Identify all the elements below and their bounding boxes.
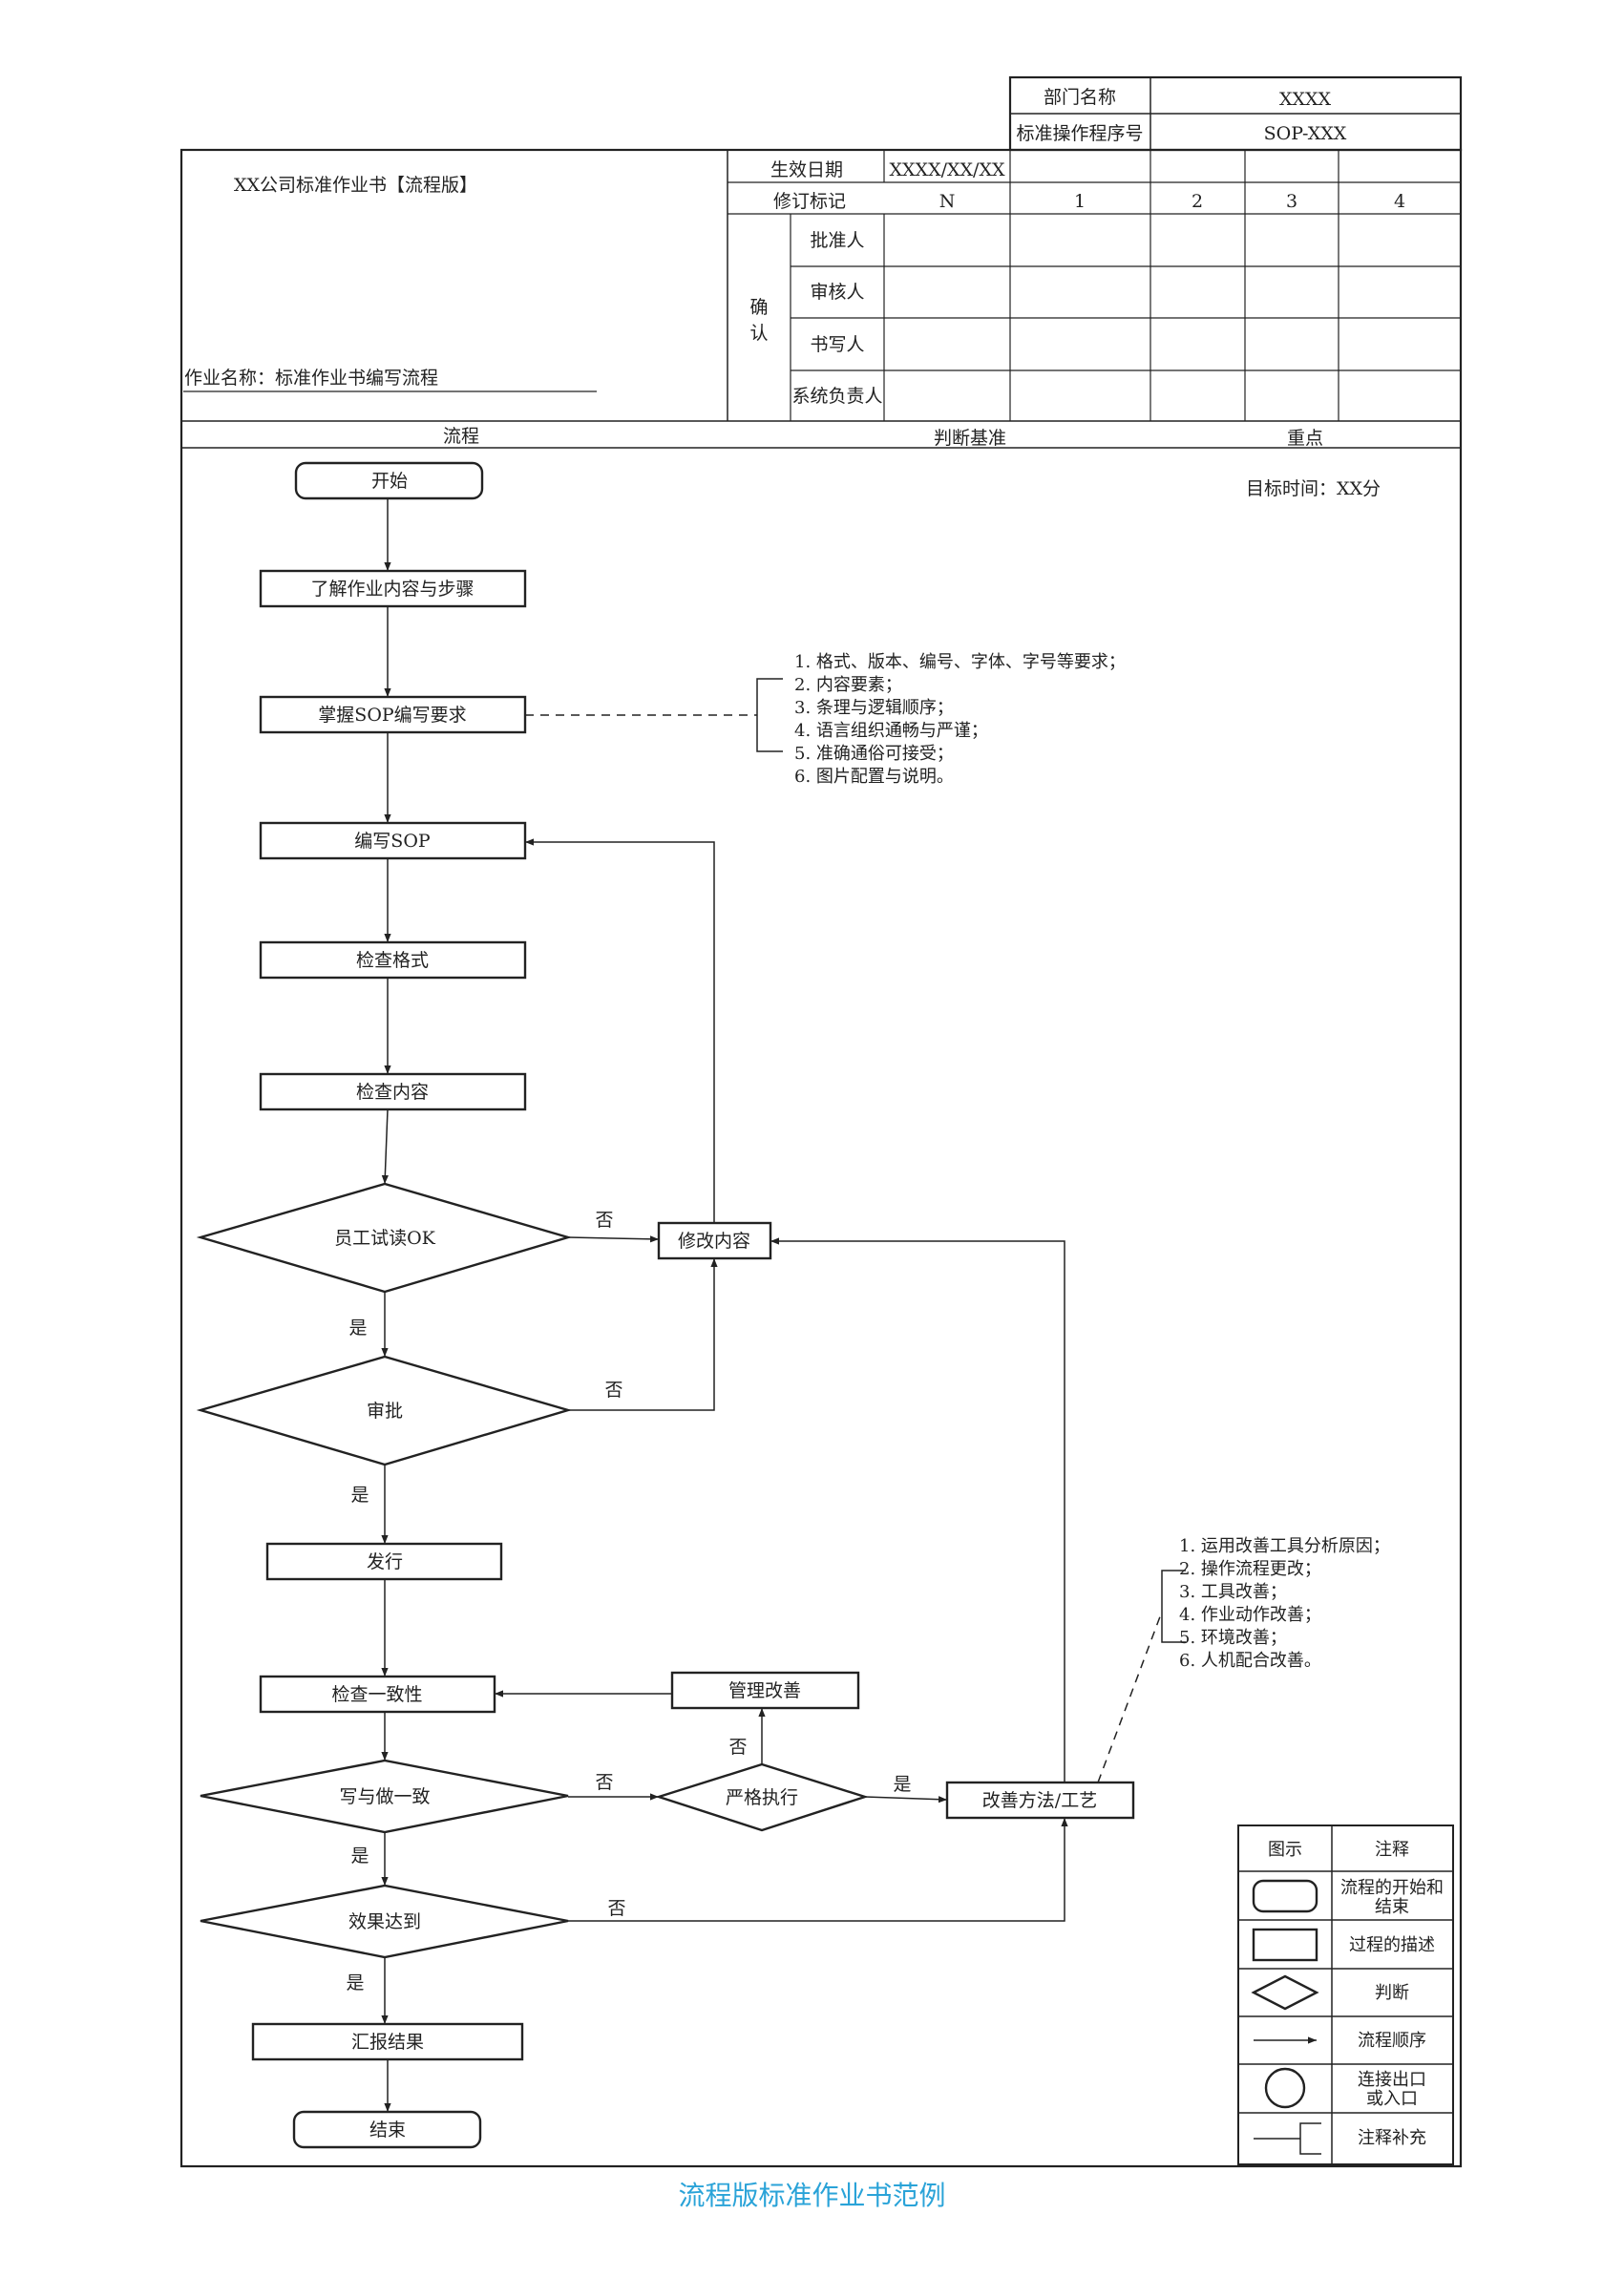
revision-mark-4: 4	[1394, 191, 1405, 212]
revision-mark-n: N	[939, 191, 956, 212]
legend-terminal-note-2: 结束	[1375, 1897, 1409, 1917]
trial-ok-label: 员工试读OK	[334, 1228, 436, 1249]
issue-label: 发行	[367, 1551, 403, 1572]
legend-annotation-note: 注释补充	[1358, 2128, 1426, 2148]
edge-yes-approve: 是	[350, 1485, 369, 1506]
system-owner-label: 系统负责人	[791, 386, 882, 407]
reviewer-label: 审核人	[810, 282, 864, 303]
sop-note-item: 1. 格式、版本、编号、字体、字号等要求；	[794, 652, 1126, 672]
legend-terminal-note: 流程的开始和	[1340, 1878, 1444, 1898]
column-flow: 流程	[443, 426, 479, 447]
sop-note-item: 3. 条理与逻辑顺序；	[794, 698, 954, 718]
target-time: 目标时间：XX分	[1246, 478, 1381, 499]
legend-col-note: 注释	[1375, 1840, 1409, 1860]
edge-no-approve: 否	[604, 1380, 622, 1401]
revision-mark-3: 3	[1286, 191, 1297, 212]
end-label: 结束	[369, 2120, 406, 2141]
task-name: 作业名称：标准作业书编写流程	[184, 368, 438, 389]
improve-note-item: 2. 操作流程更改；	[1179, 1559, 1321, 1579]
revision-mark-2: 2	[1192, 191, 1203, 212]
improve-note-item: 5. 环境改善；	[1179, 1628, 1287, 1648]
legend-col-symbol: 图示	[1268, 1840, 1302, 1860]
mgmt-improve-label: 管理改善	[728, 1680, 801, 1701]
decision-diamond-icon	[1251, 1974, 1319, 2011]
understand-label: 了解作业内容与步骤	[310, 579, 474, 600]
write-do-match-label: 写与做一致	[339, 1786, 430, 1807]
understand-box	[259, 569, 527, 608]
improve-note-item: 4. 作业动作改善；	[1179, 1605, 1321, 1625]
legend-connector-note-2: 或入口	[1366, 2089, 1418, 2109]
legend-table	[1237, 1825, 1454, 2165]
sop-note-item: 6. 图片配置与说明。	[794, 767, 954, 787]
approver-label: 批准人	[810, 230, 864, 251]
revision-label: 修订标记	[773, 191, 846, 212]
column-criteria: 判断基准	[934, 428, 1006, 449]
company-title: XX公司标准作业书【流程版】	[234, 175, 477, 196]
edge-no-trial: 否	[595, 1210, 613, 1231]
dept-label: 部门名称	[1044, 87, 1116, 108]
master-requirements-label: 掌握SOP编写要求	[318, 705, 466, 726]
process-box-icon	[1252, 1928, 1318, 1962]
improve-note-item: 3. 工具改善；	[1179, 1582, 1287, 1602]
start-label: 开始	[371, 471, 408, 492]
report-box	[251, 2022, 524, 2061]
strict-exec-label: 严格执行	[726, 1787, 798, 1808]
confirm-label-bottom: 认	[749, 323, 768, 344]
modify-content-box	[657, 1221, 772, 1260]
mgmt-improve-box	[670, 1671, 860, 1710]
edge-yes-trial: 是	[348, 1318, 367, 1339]
start-terminal	[294, 461, 484, 500]
header	[179, 75, 1463, 2168]
legend-connector-note: 连接出口	[1358, 2070, 1426, 2090]
column-key-points: 重点	[1287, 428, 1323, 449]
sop-note-item: 2. 内容要素；	[794, 675, 902, 695]
check-format-label: 检查格式	[356, 950, 429, 971]
figure-caption: 流程版标准作业书范例	[678, 2180, 946, 2211]
legend-decision-note: 判断	[1375, 1983, 1409, 2003]
flow-connectors	[381, 498, 1068, 2112]
edge-no-strict: 否	[728, 1737, 747, 1758]
write-sop-box	[259, 821, 527, 860]
revision-mark-1: 1	[1074, 191, 1086, 212]
confirm-label-top: 确	[749, 297, 768, 318]
improve-method-box	[945, 1781, 1135, 1820]
edge-yes-strict: 是	[893, 1774, 911, 1795]
improve-method-label: 改善方法/工艺	[982, 1790, 1097, 1811]
check-consistency-label: 检查一致性	[331, 1684, 422, 1705]
write-do-match-diamond	[200, 1759, 569, 1834]
improve-note-item: 1. 运用改善工具分析原因；	[1179, 1536, 1390, 1556]
modify-content-label: 修改内容	[678, 1231, 750, 1252]
write-sop-label: 编写SOP	[354, 831, 431, 852]
improve-note-item: 6. 人机配合改善。	[1179, 1651, 1321, 1671]
edge-yes-effect: 是	[346, 1972, 364, 1993]
master-requirements-box	[259, 695, 527, 734]
legend-arrow-note: 流程顺序	[1358, 2031, 1426, 2051]
writer-label: 书写人	[810, 334, 864, 355]
check-content-box	[259, 1072, 527, 1111]
dept-value: XXXX	[1279, 89, 1332, 110]
report-label: 汇报结果	[351, 2032, 424, 2053]
annotation-bracket-icon	[1254, 2122, 1321, 2155]
edge-no-match: 否	[595, 1772, 613, 1793]
edge-no-effect: 否	[607, 1898, 625, 1919]
sop-number-label: 标准操作程序号	[1016, 123, 1143, 144]
sop-number-value: SOP-XXX	[1264, 123, 1347, 144]
effective-date-label: 生效日期	[770, 159, 843, 180]
check-content-label: 检查内容	[356, 1082, 429, 1103]
connector-circle-icon	[1264, 2067, 1306, 2109]
effective-date-value: XXXX/XX/XX	[889, 159, 1004, 180]
check-consistency-box	[259, 1675, 496, 1714]
terminal-shape-icon	[1252, 1879, 1318, 1913]
legend-process-note: 过程的描述	[1349, 1935, 1435, 1955]
sop-note-item: 5. 准确通俗可接受；	[794, 744, 954, 764]
approve-label: 审批	[367, 1401, 403, 1422]
check-format-box	[259, 940, 527, 980]
effect-achieved-label: 效果达到	[348, 1911, 421, 1932]
sop-note-item: 4. 语言组织通畅与严谨；	[794, 721, 988, 741]
edge-yes-match: 是	[350, 1846, 369, 1867]
sop-requirements-notes: 1. 格式、版本、编号、字体、字号等要求； 2. 内容要素； 3. 条理与逻辑顺…	[794, 652, 1126, 787]
annotation-connectors	[525, 678, 1186, 1783]
improve-method-notes: 1. 运用改善工具分析原因； 2. 操作流程更改； 3. 工具改善； 4. 作业…	[1179, 1536, 1390, 1671]
